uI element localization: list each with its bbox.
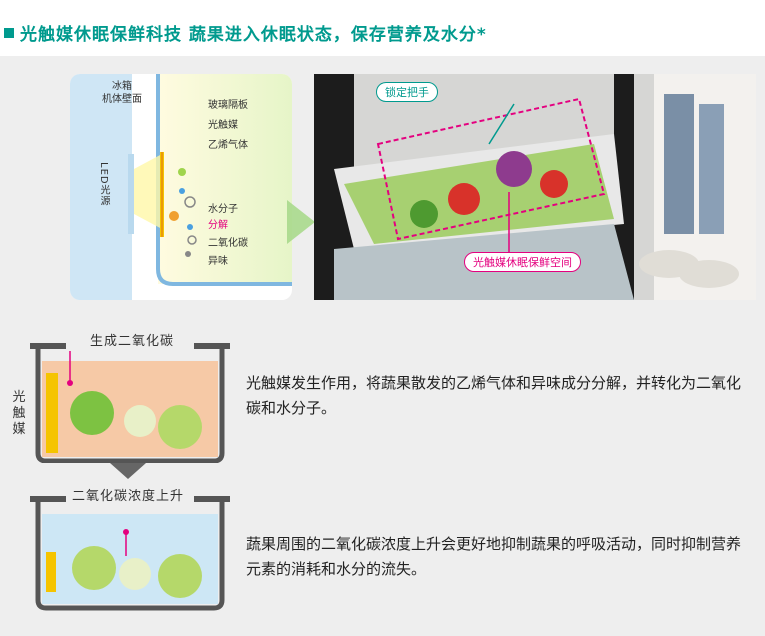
odor-label: 异味 [208, 256, 228, 267]
diagram-graphic [70, 74, 292, 300]
ethylene-label: 乙烯气体 [208, 140, 248, 151]
header: 光触媒休眠保鲜科技 蔬果进入休眠状态，保存营养及水分* [0, 0, 765, 56]
tray-before [30, 343, 230, 464]
tray-after [30, 496, 230, 616]
tray-after-graphic [30, 496, 230, 611]
title-marker [4, 28, 14, 38]
tray2-title: 二氧化碳浓度上升 [72, 489, 185, 504]
description-1: 光触媒发生作用，将蔬果散发的乙烯气体和异味成分分解，并转化为二氧化碳和水分子。 [246, 374, 742, 417]
tray1-title: 生成二氧化碳 [90, 334, 175, 349]
photocatalyst-diagram: 冰箱 机体壁面 LED光源 玻璃隔板 光触媒 乙烯气体 水分子 分解 二氧化碳 … [70, 74, 292, 300]
photocatalyst-label: 光触媒 [208, 120, 238, 131]
arrow-right-icon [287, 200, 315, 244]
arrow-down-icon [110, 463, 146, 479]
fresh-space-label: 光触媒休眠保鲜空间 [464, 252, 581, 272]
fridge-wall-label: 冰箱 机体壁面 [102, 81, 142, 105]
fridge-drawer-photo: 锁定把手 光触媒休眠保鲜空间 [314, 74, 756, 300]
water-label: 水分子 [208, 204, 238, 215]
tray-before-graphic [30, 343, 230, 464]
co2-label: 二氧化碳 [208, 238, 248, 249]
led-light-label: LED光源 [98, 162, 109, 207]
page-title: 光触媒休眠保鲜科技 蔬果进入休眠状态，保存营养及水分* [20, 25, 487, 45]
decompose-label: 分解 [208, 220, 228, 231]
description-2: 蔬果周围的二氧化碳浓度上升会更好地抑制蔬果的呼吸活动，同时抑制营养元素的消耗和水… [246, 535, 742, 578]
glass-divider-label: 玻璃隔板 [208, 100, 248, 111]
photocatalyst-side-label: 光触媒 [12, 390, 26, 437]
lock-handle-label: 锁定把手 [376, 82, 438, 102]
